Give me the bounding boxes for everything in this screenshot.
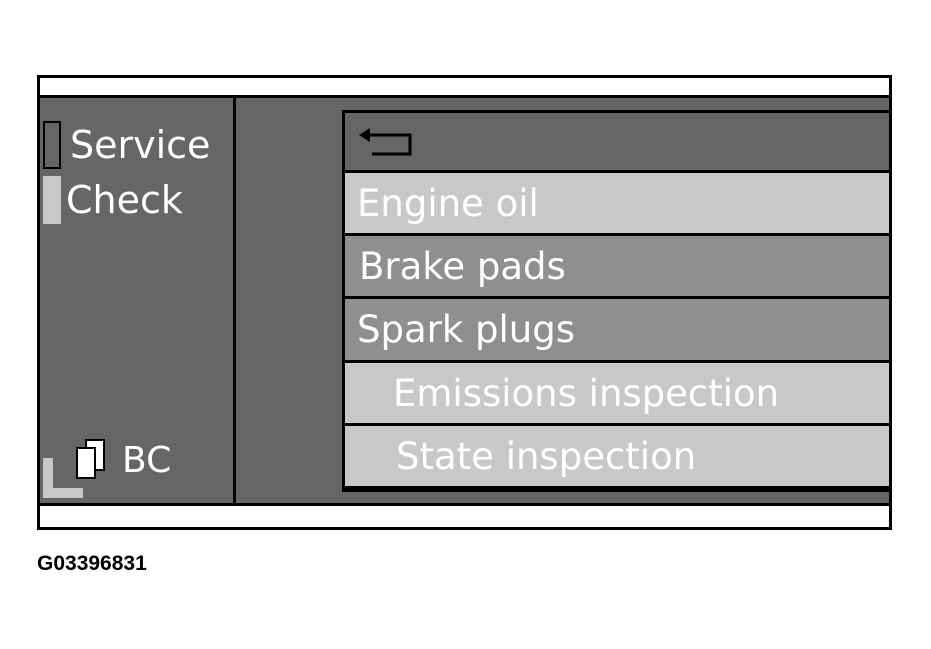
top-border-strip bbox=[40, 78, 889, 98]
menu-item-label: Brake pads bbox=[359, 244, 566, 288]
sidebar-item-label: Service bbox=[70, 123, 211, 167]
menu-item-label: Emissions inspection bbox=[393, 371, 780, 415]
bc-label: BC bbox=[122, 440, 172, 481]
corner-marker-icon bbox=[43, 458, 83, 498]
pages-icon bbox=[76, 439, 105, 479]
left-menu-panel: Service Check BC bbox=[40, 98, 236, 503]
menu-item-spark-plugs[interactable]: Spark plugs bbox=[345, 299, 889, 360]
bc-button[interactable]: BC bbox=[40, 428, 233, 503]
sidebar-item-service[interactable]: Service bbox=[40, 120, 233, 170]
menu-item-label: Engine oil bbox=[357, 181, 539, 225]
menu-item-engine-oil[interactable]: Engine oil bbox=[345, 173, 889, 233]
menu-item-label: State inspection bbox=[396, 434, 697, 478]
return-arrow-icon bbox=[359, 128, 412, 156]
selection-marker bbox=[43, 176, 61, 224]
sidebar-item-check[interactable]: Check bbox=[40, 175, 233, 225]
selection-marker bbox=[43, 121, 61, 169]
menu-item-label: Spark plugs bbox=[357, 308, 576, 351]
back-button[interactable] bbox=[345, 113, 889, 170]
menu-item-emissions-inspection[interactable]: Emissions inspection bbox=[345, 363, 889, 423]
submenu-list: Engine oil Brake pads Spark plugs Emissi… bbox=[342, 110, 889, 492]
menu-item-state-inspection[interactable]: State inspection bbox=[345, 426, 889, 486]
screen-display: Service Check BC bbox=[40, 98, 889, 506]
menu-item-brake-pads[interactable]: Brake pads bbox=[345, 236, 889, 296]
sidebar-item-label: Check bbox=[66, 178, 183, 222]
figure-id-label: G03396831 bbox=[37, 552, 147, 575]
display-frame: Service Check BC bbox=[37, 75, 892, 530]
